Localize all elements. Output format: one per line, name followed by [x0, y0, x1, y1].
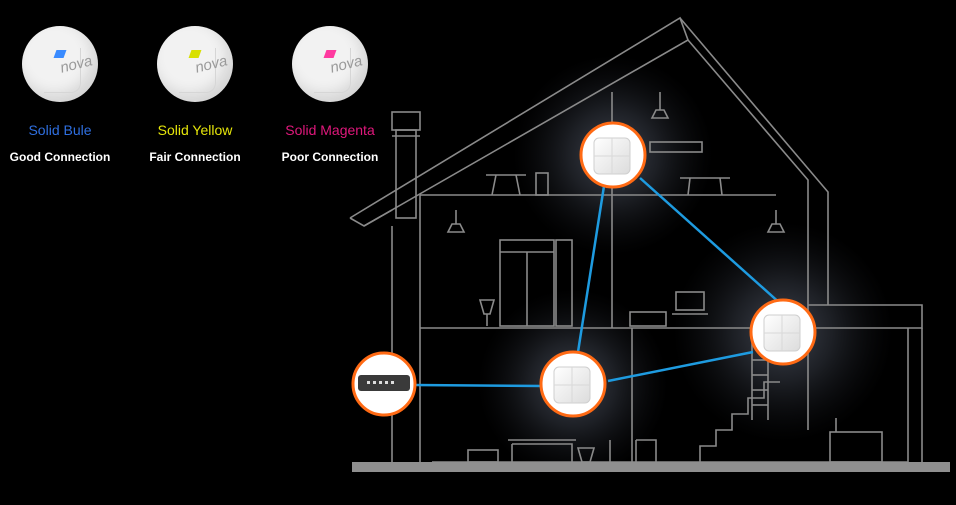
link-middle-to-top — [576, 185, 606, 353]
mesh-links — [413, 177, 783, 388]
signal-glows — [478, 55, 893, 479]
link-middle-to-right — [607, 350, 754, 383]
modem-icon — [358, 375, 410, 391]
status-label-magenta: Solid Magenta — [285, 122, 375, 138]
ground-line — [352, 462, 950, 472]
link-top-to-right — [639, 177, 783, 306]
nova-node-top — [579, 121, 647, 189]
status-label-yellow: Solid Yellow — [157, 122, 233, 138]
nova-cube-icon: nova — [292, 26, 368, 102]
link-modem-to-node-middle — [413, 383, 544, 388]
quality-label-poor: Poor Connection — [281, 150, 379, 164]
nova-node-middle — [539, 350, 607, 418]
quality-label-good: Good Connection — [9, 150, 111, 164]
nova-cube-icon: nova — [22, 26, 98, 102]
quality-label-fair: Fair Connection — [149, 150, 241, 164]
modem-node — [351, 351, 417, 417]
status-label-blue: Solid Bule — [28, 122, 92, 138]
nova-cube-icon: nova — [157, 26, 233, 102]
nova-node-right — [749, 298, 817, 366]
